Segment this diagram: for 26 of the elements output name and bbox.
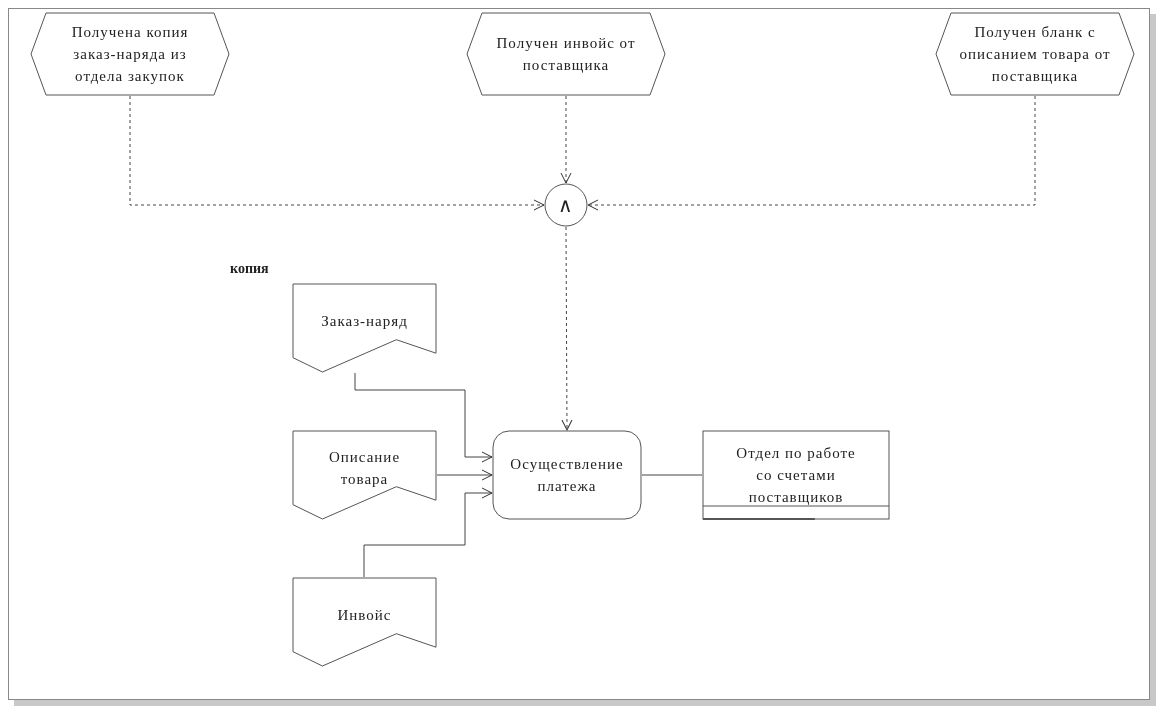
org-unit-box — [702, 430, 890, 520]
operator-symbol: ∧ — [558, 194, 574, 216]
node-label: Описание товара — [327, 448, 402, 489]
node-label: Осуществление платежа — [509, 455, 625, 496]
node-label: Получен инвойс от поставщика — [495, 34, 637, 75]
connector-arrow — [560, 95, 572, 184]
event-hexagon — [466, 12, 666, 96]
connector-arrow — [354, 372, 493, 463]
connector-arrow — [587, 95, 1036, 211]
event-hexagon — [30, 12, 230, 96]
copy-note: копия — [230, 260, 269, 278]
connector-arrow — [363, 487, 493, 578]
node-label: Получен бланк с описанием товара от поставщика — [958, 23, 1112, 86]
connector-arrow — [129, 95, 545, 211]
document-shape — [292, 430, 437, 520]
node-label: Получена копия заказ-наряда из отдела закупок — [70, 23, 190, 86]
document-shape — [292, 577, 437, 667]
and-operator-circle — [544, 183, 588, 227]
connector-arrow — [561, 226, 573, 431]
document-shape — [292, 283, 437, 373]
node-label: Отдел по работе со счетами поставщиков — [735, 444, 857, 507]
node-label: Заказ-наряд — [320, 312, 409, 331]
connector-arrow — [436, 469, 493, 481]
event-hexagon — [935, 12, 1135, 96]
function-box — [492, 430, 642, 520]
node-label: Инвойс — [336, 606, 393, 625]
